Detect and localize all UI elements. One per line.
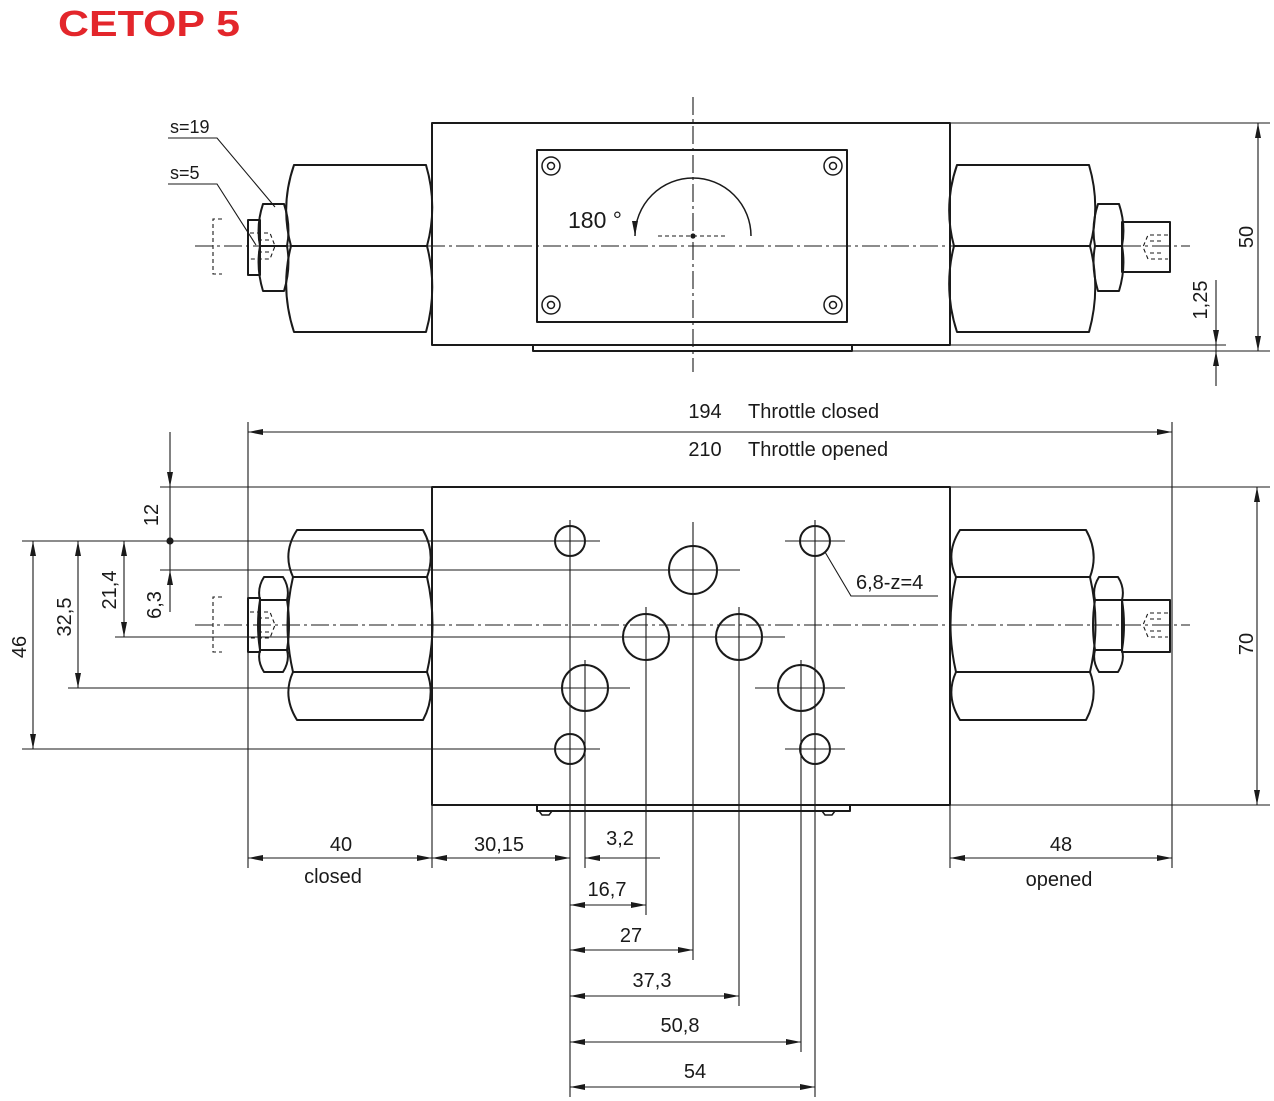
dimension-opened-label: opened [1026, 869, 1093, 891]
screw-socket [828, 161, 838, 171]
base-strip-top [532, 344, 853, 352]
right-throttle-nut-top [948, 164, 1097, 333]
right-hex-socket-hidden [1142, 234, 1168, 260]
cover-screw [823, 156, 843, 176]
screw-socket [546, 161, 556, 171]
cover-screw [541, 295, 561, 315]
left-throttle-nut-top [285, 164, 434, 333]
screw-socket [828, 300, 838, 310]
left-screw-hidden-outline [212, 596, 222, 653]
right-adjust-stem-bottom [1121, 599, 1171, 653]
valve-body-bottom [431, 486, 951, 806]
left-adjust-sleeve-top [247, 219, 261, 276]
screw-head [541, 295, 561, 315]
hole-callout-leader [824, 551, 938, 597]
dimension-40-label: 40 [330, 834, 352, 856]
length-opened-text: Throttle opened [748, 439, 888, 461]
overall-length-dimension: 194 Throttle closed 210 Throttle opened [247, 401, 1173, 868]
cover-screw [823, 295, 843, 315]
cover-screw [541, 156, 561, 176]
dimension-30-15-label: 30,15 [474, 834, 524, 856]
rotation-center-dot [690, 233, 696, 239]
length-closed-value: 194 [688, 401, 721, 423]
screw-socket [546, 300, 556, 310]
cover-plate [536, 149, 848, 323]
bottom-view: 12 6,3 21,4 32,5 46 70 6,8-z=4 40 closed… [9, 432, 1270, 1097]
dimension-12-label: 12 [141, 504, 163, 526]
dimension-37-3-label: 37,3 [633, 970, 672, 992]
wrench-size-19-label: s=19 [170, 117, 210, 137]
rotation-label: 180 ° [568, 207, 622, 233]
wrench-size-5-label: s=5 [170, 163, 200, 183]
dimension-datum-dot [166, 537, 174, 545]
dimension-16-7-label: 16,7 [588, 879, 627, 901]
hole-callout-label: 6,8-z=4 [856, 572, 923, 594]
left-hex-socket-hidden [250, 232, 276, 260]
dimension-1-25-label: 1,25 [1190, 281, 1212, 320]
wrench-size-19-leader [168, 137, 276, 208]
top-view: 180 ° s=19 s=5 50 1,25 [168, 97, 1270, 386]
dimension-27-label: 27 [620, 925, 642, 947]
length-opened-value: 210 [688, 439, 721, 461]
dimension-6-3-label: 6,3 [144, 591, 166, 619]
wrench-size-5-leader [168, 183, 257, 246]
left-lock-nut-top [257, 203, 290, 292]
dimension-32-5-label: 32,5 [54, 598, 76, 637]
screw-head [823, 156, 843, 176]
dimension-48-label: 48 [1050, 834, 1072, 856]
right-hex-socket-hidden [1142, 612, 1168, 638]
dimension-50-8-label: 50,8 [661, 1015, 700, 1037]
dimension-54-label: 54 [684, 1061, 706, 1083]
left-adjust-sleeve-bottom [247, 597, 261, 653]
right-lock-nut-top [1092, 203, 1125, 292]
page-title: CETOP 5 [58, 3, 240, 44]
screw-head [541, 156, 561, 176]
dimension-closed-label: closed [304, 866, 362, 888]
rotation-arrow-icon [632, 177, 752, 237]
right-adjust-stem-top [1121, 221, 1171, 273]
left-screw-hidden-outline [212, 218, 222, 275]
dimension-3-2-label: 3,2 [606, 828, 634, 850]
left-hex-socket-hidden [250, 611, 276, 639]
length-closed-text: Throttle closed [748, 401, 879, 423]
valve-body-top [431, 122, 951, 346]
dimension-70-label: 70 [1236, 633, 1258, 655]
screw-head [823, 295, 843, 315]
dimension-21-4-label: 21,4 [99, 571, 121, 610]
dimension-50-label: 50 [1236, 226, 1258, 248]
base-strip-tabs [538, 810, 836, 816]
dimension-46-label: 46 [9, 636, 31, 658]
